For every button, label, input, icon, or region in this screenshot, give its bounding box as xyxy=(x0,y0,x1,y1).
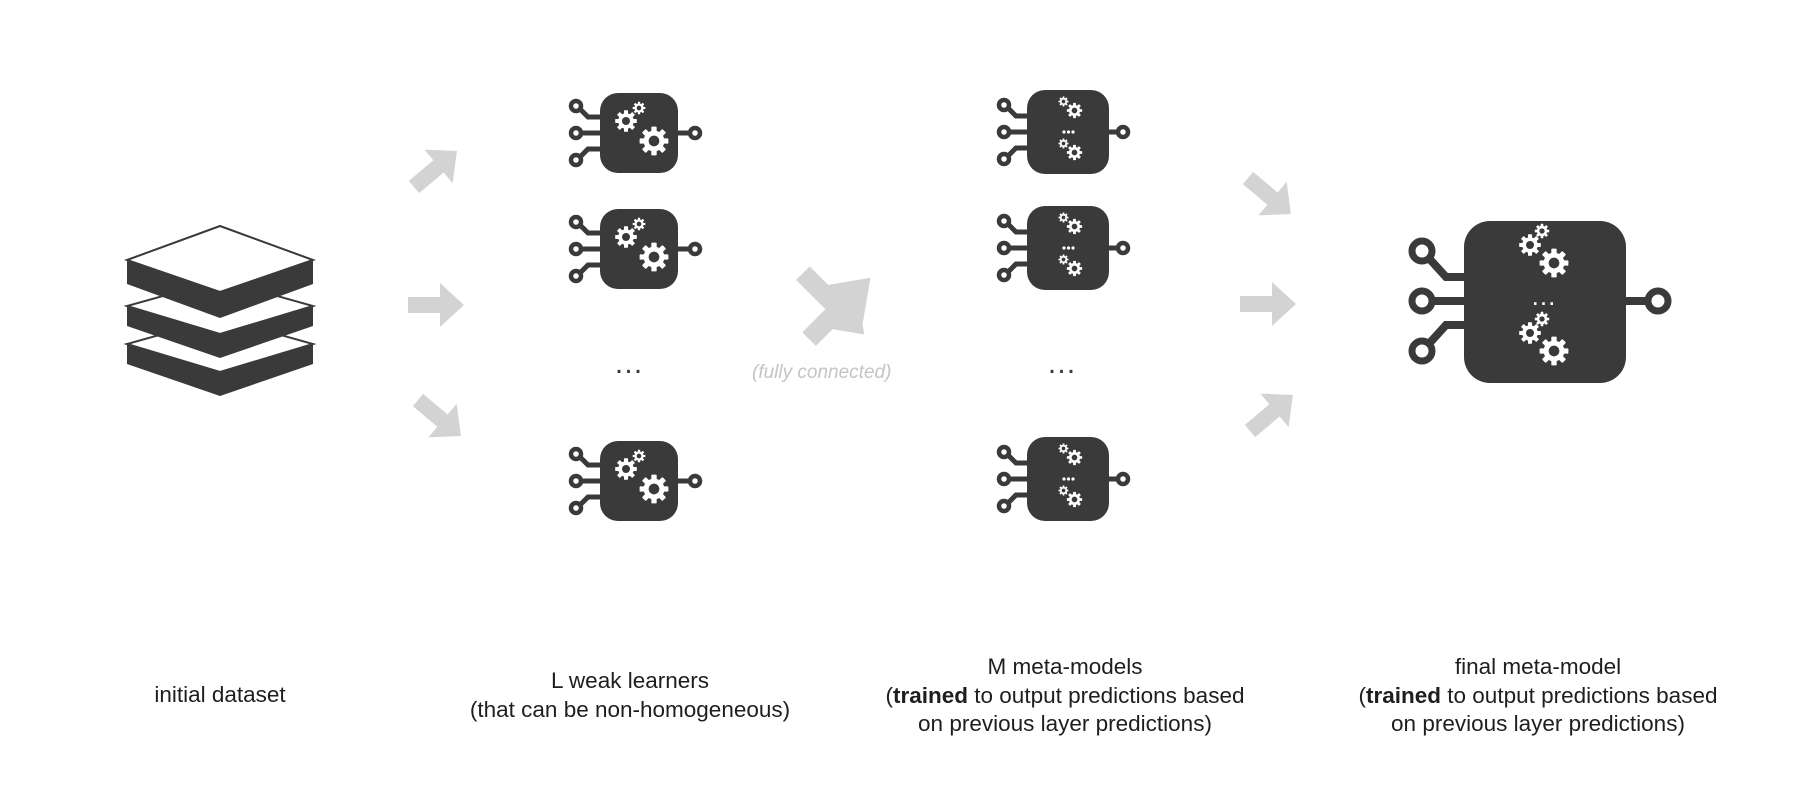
arrow-icon xyxy=(403,383,476,453)
fully-connected-note: (fully connected) xyxy=(752,362,892,383)
final-meta-model-icon xyxy=(1408,221,1672,383)
caption-weak-learners: L weak learners (that can be non-homogen… xyxy=(450,667,810,724)
caption-weak-learners-line1: L weak learners xyxy=(551,668,709,693)
meta-model-1-icon xyxy=(999,90,1128,174)
meta-models-ellipsis: … xyxy=(1046,347,1080,380)
arrow-icon xyxy=(1240,282,1296,326)
caption-final-meta-model: final meta-model (trained to output pred… xyxy=(1333,653,1743,739)
caption-final-meta-model-line2: (trained to output predictions based xyxy=(1358,682,1718,708)
meta-model-M-icon xyxy=(999,437,1128,521)
final-inner-ellipsis: … xyxy=(1530,281,1560,311)
caption-meta-models-bold: trained xyxy=(893,682,969,708)
caption-final-meta-model-line3: on previous layer predictions) xyxy=(1391,711,1685,736)
arrow-icon xyxy=(1235,378,1308,448)
weak-learner-2-icon xyxy=(571,209,700,289)
cross-arrows-icon xyxy=(784,254,890,358)
caption-meta-models-line2: (trained to output predictions based xyxy=(885,682,1245,708)
caption-initial-dataset: initial dataset xyxy=(100,681,340,710)
caption-meta-models-line1: M meta-models xyxy=(987,654,1143,679)
weak-learners-ellipsis: … xyxy=(613,347,647,380)
caption-initial-dataset-text: initial dataset xyxy=(154,682,286,707)
caption-weak-learners-line2: (that can be non-homogeneous) xyxy=(469,696,791,722)
arrow-icon xyxy=(399,134,472,204)
arrow-icon xyxy=(408,283,464,327)
meta-model-2-icon xyxy=(999,206,1128,290)
dataset-icon xyxy=(123,224,317,396)
caption-final-meta-model-line1: final meta-model xyxy=(1454,654,1622,679)
caption-meta-models: M meta-models (trained to output predict… xyxy=(860,653,1270,739)
caption-final-meta-model-bold: trained xyxy=(1366,682,1442,708)
caption-meta-models-line3: on previous layer predictions) xyxy=(918,711,1212,736)
arrow-icon xyxy=(1233,161,1306,231)
weak-learner-L-icon xyxy=(571,441,700,521)
weak-learner-1-icon xyxy=(571,93,700,173)
